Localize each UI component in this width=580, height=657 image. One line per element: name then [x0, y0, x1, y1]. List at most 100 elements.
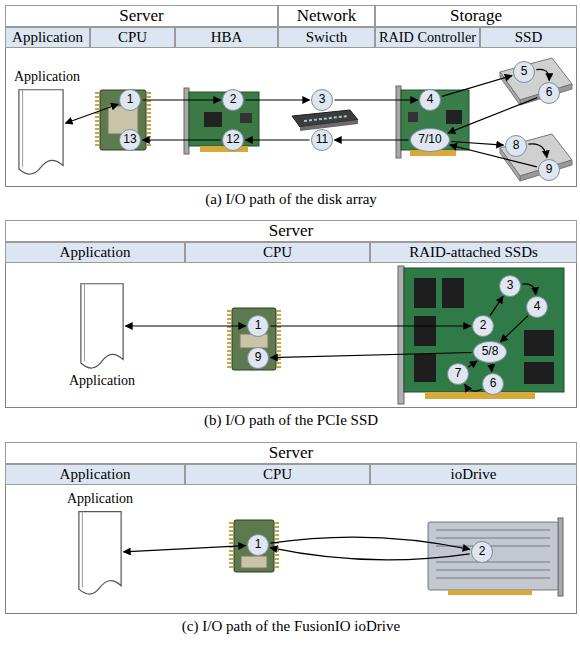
application-document: Application: [78, 510, 122, 596]
io-path-arrow: [335, 139, 409, 140]
figure-panel: (a) I/O path of the disk arrayServerNetw…: [5, 5, 577, 187]
header-band: Server: [5, 5, 278, 27]
document-label: Application: [67, 491, 133, 507]
iodrive-card: [436, 530, 550, 578]
iodrive-card: [428, 522, 558, 590]
step-circle: 8: [505, 135, 527, 157]
column-band: CPU: [90, 27, 175, 48]
cpu-chip: [232, 308, 276, 370]
pcie-ssd-card: [524, 362, 554, 384]
step-number: 1: [255, 319, 262, 333]
ssd-drive: [500, 134, 572, 176]
step-circle: 7: [447, 363, 469, 385]
panel-caption: (a) I/O path of the disk array: [6, 191, 576, 208]
io-path-arrow: [468, 361, 477, 367]
raid-controller-card: [396, 86, 401, 158]
column-label: Application: [60, 244, 131, 261]
pcie-ssd-card: [398, 266, 564, 404]
step-circle: 6: [482, 373, 504, 395]
network-switch: [300, 120, 358, 131]
step-circle: 2: [471, 541, 493, 563]
io-path-arrow: [271, 325, 471, 326]
ssd-drive: [520, 160, 572, 181]
io-path-arrow: [270, 537, 469, 549]
column-label: Swicth: [306, 29, 348, 46]
column-label: Application: [60, 466, 131, 483]
application-document: Application: [80, 282, 124, 370]
column-band: RAID Controller: [375, 27, 480, 48]
step-number: 12: [226, 133, 239, 147]
cpu-chip: [100, 90, 146, 150]
column-band: Application: [5, 464, 185, 485]
step-circle: 9: [538, 159, 560, 181]
hba-card: [204, 112, 222, 127]
io-path-arrow: [143, 139, 221, 140]
header-label: Network: [297, 6, 356, 26]
document-outline: [81, 284, 123, 368]
step-circle: 4: [419, 89, 441, 111]
figure-panel: (b) I/O path of the PCIe SSDServerApplic…: [5, 220, 577, 408]
io-path-arrow: [491, 365, 493, 372]
iodrive-card: [558, 518, 563, 596]
step-number: 5: [521, 65, 528, 79]
column-label: CPU: [263, 466, 292, 483]
step-circle: 12: [222, 129, 244, 151]
io-path-arrow: [528, 144, 547, 158]
io-path-arrow: [246, 99, 310, 100]
step-circle: 6: [538, 82, 560, 104]
document-margin: [82, 512, 83, 588]
hba-card: [184, 88, 189, 154]
io-path-arrow: [65, 104, 118, 123]
io-path-arrow: [465, 385, 482, 392]
io-path-arrow: [271, 353, 472, 358]
column-label: ioDrive: [451, 466, 497, 483]
io-path-arrow: [442, 76, 512, 97]
cpu-chip: [97, 90, 149, 150]
io-path-arrow: [124, 546, 246, 552]
io-path-arrow: [143, 99, 221, 100]
step-circle: 2: [472, 315, 494, 337]
step-circle: 5: [513, 61, 535, 83]
io-path-arrow: [335, 99, 418, 100]
pcie-ssd-card: [398, 266, 404, 404]
ssd-drive: [500, 134, 572, 181]
step-circle: 4: [526, 296, 548, 318]
header-band: Storage: [375, 5, 577, 27]
column-label: CPU: [118, 29, 147, 46]
step-circle: 3: [499, 275, 521, 297]
io-path-arrow: [451, 142, 503, 146]
step-number: 1: [255, 538, 262, 552]
column-band: CPU: [185, 464, 370, 485]
cpu-chip: [227, 310, 231, 368]
header-band: Server: [5, 220, 577, 242]
hba-card: [184, 88, 259, 154]
step-number: 13: [123, 133, 136, 147]
document-margin: [22, 90, 23, 167]
document-shape: [78, 510, 122, 596]
column-band: ioDrive: [370, 464, 577, 485]
io-path-arrow: [246, 139, 310, 140]
step-number: 3: [507, 279, 514, 293]
pcie-ssd-card: [442, 278, 464, 308]
step-circle: 11: [311, 129, 333, 151]
step-circle: 1: [119, 89, 141, 111]
header-label: Server: [119, 6, 163, 26]
pcie-ssd-card: [404, 268, 564, 392]
step-number: 1: [127, 93, 134, 107]
step-number: 11: [316, 133, 328, 147]
column-band: HBA: [175, 27, 278, 48]
ssd-drive: [500, 58, 572, 100]
raid-controller-card: [408, 112, 418, 122]
header-band: Network: [278, 5, 375, 27]
column-label: HBA: [211, 29, 243, 46]
step-circle: 1: [247, 315, 269, 337]
raid-controller-card: [446, 110, 462, 124]
figure-panel: (c) I/O path of the FusionIO ioDriveServ…: [5, 442, 577, 614]
cpu-chip: [241, 556, 267, 568]
step-circle: 2: [222, 89, 244, 111]
step-number: 2: [479, 545, 486, 559]
column-band: RAID-attached SSDs: [370, 242, 577, 263]
step-circle: 7/10: [410, 128, 450, 152]
document-label: Application: [69, 373, 135, 389]
column-label: CPU: [263, 244, 292, 261]
